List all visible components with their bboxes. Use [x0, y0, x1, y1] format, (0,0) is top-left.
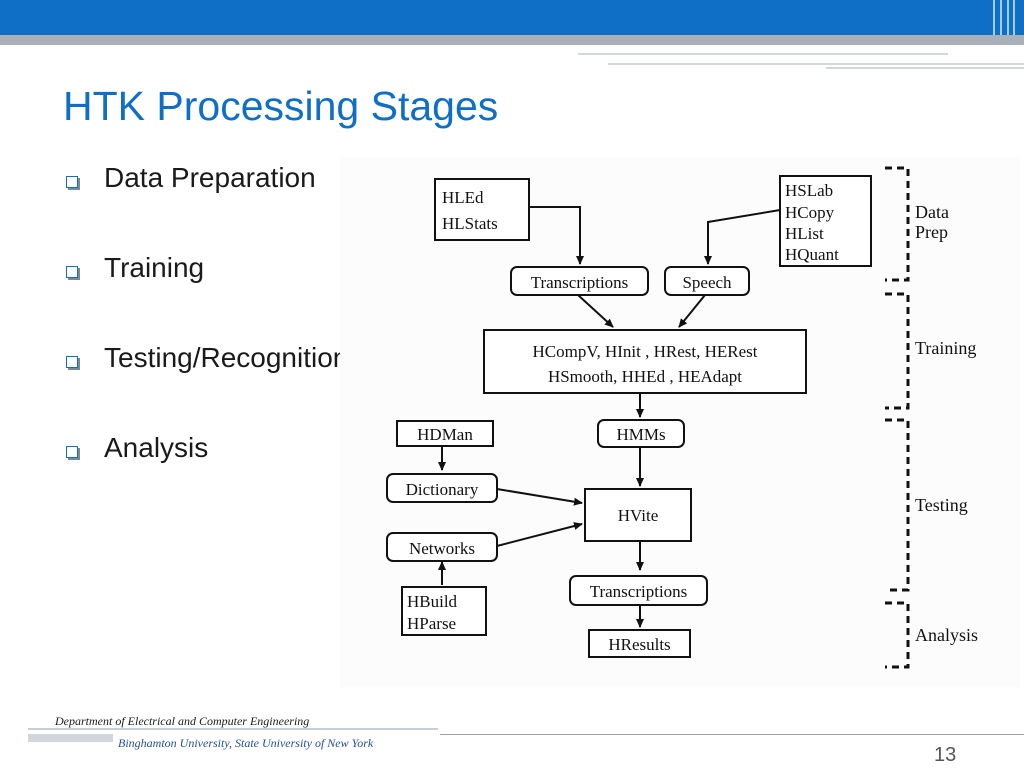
hslab-label: HSLab: [785, 181, 833, 200]
hdman-box: [396, 420, 494, 447]
hparse-label: HParse: [407, 614, 456, 633]
training-bracket: [885, 292, 910, 410]
bullet-label: Analysis: [104, 432, 209, 463]
hlist-label: HList: [785, 224, 824, 243]
data-prep-bracket: [885, 166, 910, 282]
decorative-line: [578, 53, 948, 55]
diagram-connectors: [438, 206, 781, 628]
hslab-box: [779, 175, 872, 267]
decorative-stripe: [1013, 0, 1015, 35]
footer-department: Department of Electrical and Computer En…: [55, 714, 310, 728]
square-bullet-icon: [66, 266, 78, 278]
networks-to-hvite-arrow: [496, 522, 583, 547]
networks-node: [386, 532, 498, 562]
stage-label-training: Training: [915, 338, 976, 358]
transcriptions-bottom-label: Transcriptions: [590, 582, 688, 601]
stage-label-testing: Testing: [915, 495, 968, 515]
slide-title: HTK Processing Stages: [63, 83, 499, 129]
speech-node: [664, 266, 750, 296]
header-bar-shadow: [0, 35, 1024, 45]
hbuild-box: [401, 586, 487, 636]
footer-divider: [28, 728, 438, 730]
bullet-label: Testing/Recognition: [104, 342, 349, 373]
transcriptions-bottom-node: [569, 575, 708, 606]
page-number: 13: [934, 744, 957, 766]
stage-label-prep: Prep: [915, 222, 948, 242]
footer-accent: [28, 734, 113, 742]
networks-label: Networks: [409, 539, 475, 558]
dictionary-label: Dictionary: [406, 480, 479, 499]
speech-label: Speech: [682, 273, 732, 292]
training-tools-line1: HCompV, HInit , HRest, HERest: [533, 342, 758, 361]
hlstats-label: HLStats: [442, 214, 498, 233]
hresults-box: [588, 629, 691, 658]
decorative-stripe: [1000, 0, 1002, 35]
hbuild-label: HBuild: [407, 592, 458, 611]
footer-university: Binghamton University, State University …: [118, 736, 374, 750]
stage-brackets: [885, 166, 910, 669]
header-bar: [0, 0, 1024, 35]
hresults-label: HResults: [608, 635, 670, 654]
bullet-label: Training: [104, 252, 205, 283]
hslab-to-speech-arrow: [704, 209, 781, 265]
decorative-line: [826, 67, 1024, 69]
transcriptions-top-node: [510, 266, 649, 296]
training-tools-box: [483, 329, 807, 394]
hmms-label: HMMs: [616, 425, 665, 444]
hcopy-label: HCopy: [785, 203, 835, 222]
training-tools-line2: HSmooth, HHEd , HEAdapt: [548, 367, 742, 386]
square-bullet-icon: [66, 176, 78, 188]
transcriptions-top-label: Transcriptions: [531, 273, 629, 292]
analysis-bracket: [885, 601, 910, 669]
speech-to-training-arrow: [678, 294, 706, 328]
dictionary-node: [386, 473, 498, 503]
decorative-line: [608, 63, 1024, 65]
square-bullet-icon: [66, 446, 78, 458]
stage-label-data: Data: [915, 202, 949, 222]
hdman-label: HDMan: [417, 425, 473, 444]
hvite-box: [584, 488, 692, 542]
hquant-label: HQuant: [785, 245, 839, 264]
stage-label-analysis: Analysis: [915, 625, 978, 645]
hled-label: HLEd: [442, 188, 484, 207]
decorative-stripe: [993, 0, 995, 35]
hled-box: [434, 178, 530, 241]
bullet-label: Data Preparation: [104, 162, 316, 193]
footer-rule: [440, 734, 1024, 735]
hled-to-transcriptions-arrow: [529, 206, 584, 265]
hvite-label: HVite: [618, 506, 659, 525]
transcriptions-to-training-arrow: [577, 294, 614, 328]
square-bullet-icon: [66, 356, 78, 368]
dictionary-to-hvite-arrow: [496, 488, 583, 506]
hmms-node: [597, 419, 685, 448]
testing-bracket: [885, 418, 910, 592]
decorative-stripe: [1007, 0, 1009, 35]
